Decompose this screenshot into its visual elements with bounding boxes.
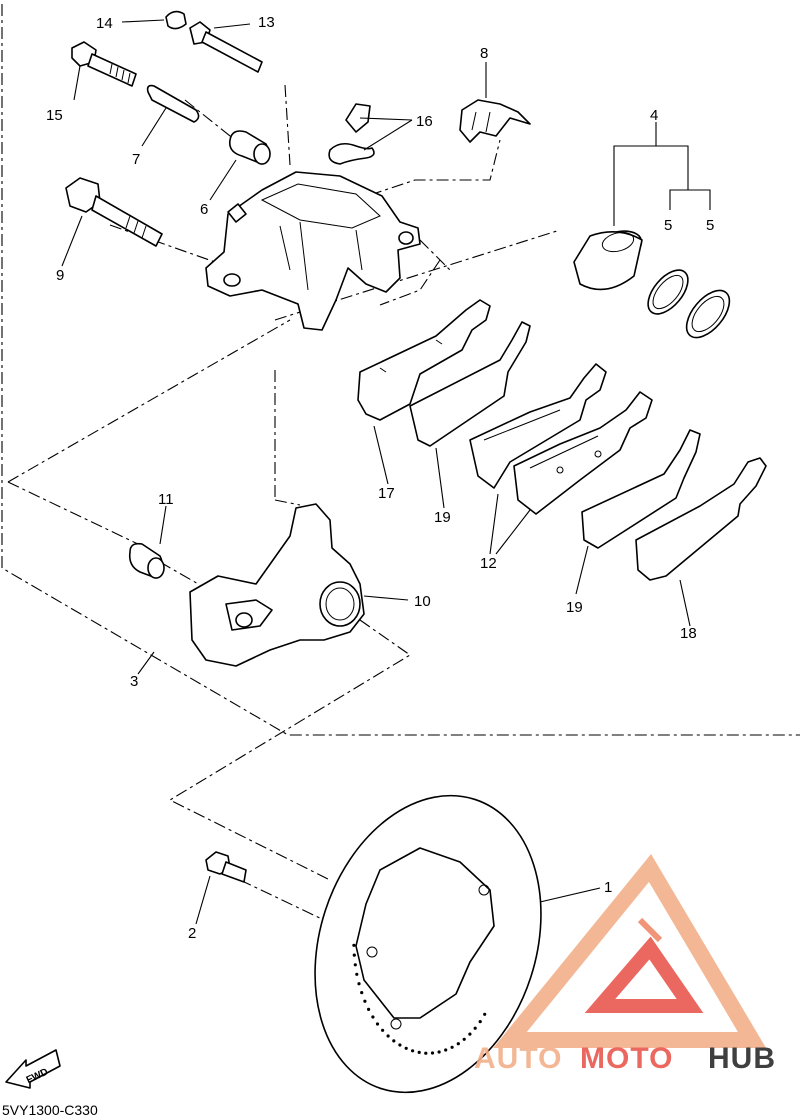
caliper-assembly-boundary bbox=[1, 4, 800, 736]
brake-pad-12a bbox=[469, 363, 607, 489]
brake-pad-insulator-19b bbox=[581, 429, 701, 549]
disc-hole bbox=[404, 1046, 408, 1050]
callout-11: 11 bbox=[158, 491, 174, 508]
disc-hole bbox=[352, 953, 356, 957]
callout-1: 1 bbox=[604, 879, 612, 896]
callout-4: 4 bbox=[650, 107, 658, 124]
disc-hole bbox=[371, 1015, 375, 1019]
caliper-bolt-15 bbox=[71, 41, 137, 87]
pad-spring bbox=[459, 99, 531, 143]
disc-hole bbox=[483, 1012, 487, 1016]
brake-pad-insulator-19a bbox=[409, 321, 531, 447]
callout-17: 17 bbox=[378, 485, 395, 502]
pad-pin bbox=[189, 21, 263, 73]
disc-hole bbox=[411, 1049, 415, 1053]
pad-shim-17 bbox=[357, 299, 491, 421]
disc-hole bbox=[363, 999, 367, 1003]
caliper-bolt-9 bbox=[65, 177, 163, 247]
callout-15: 15 bbox=[46, 107, 63, 124]
disc-hole bbox=[353, 963, 357, 967]
disc-hole bbox=[392, 1039, 396, 1043]
disc-hole bbox=[375, 1022, 380, 1026]
callout-6: 6 bbox=[200, 201, 208, 218]
fwd-arrow-icon: FWD bbox=[5, 1049, 61, 1089]
callout-16: 16 bbox=[416, 113, 433, 130]
disc-hole bbox=[437, 1050, 441, 1054]
callout-10: 10 bbox=[414, 593, 431, 610]
caliper-body bbox=[205, 171, 421, 331]
disc-hole bbox=[386, 1034, 390, 1038]
bleed-cap bbox=[165, 10, 187, 30]
caliper-bracket bbox=[189, 503, 365, 667]
callout-5a: 5 bbox=[664, 217, 672, 234]
disc-bolt bbox=[205, 851, 247, 883]
disc-hole bbox=[462, 1037, 466, 1041]
leader-lines bbox=[61, 19, 711, 925]
disc-hole bbox=[456, 1042, 460, 1046]
piston bbox=[573, 230, 643, 291]
callout-19a: 19 bbox=[434, 509, 451, 526]
piston-seal bbox=[647, 269, 689, 315]
disc-hole bbox=[473, 1026, 477, 1030]
brake-disc bbox=[314, 794, 542, 1094]
pad-shim-18 bbox=[635, 457, 767, 581]
watermark-word-hub: HUB bbox=[708, 1042, 776, 1075]
callout-13: 13 bbox=[258, 14, 275, 31]
callout-2: 2 bbox=[188, 925, 196, 942]
watermark-word-auto: AUTO bbox=[474, 1042, 562, 1075]
disc-hole bbox=[367, 1007, 371, 1012]
callout-12: 12 bbox=[480, 555, 497, 572]
dust-seal bbox=[685, 289, 731, 339]
callout-8: 8 bbox=[480, 45, 488, 62]
diagram-code: 5VY1300-C330 bbox=[2, 1102, 98, 1118]
callout-labels: 14 13 15 7 6 9 8 16 4 5 5 17 19 12 19 18… bbox=[46, 14, 714, 942]
brake-disc-holes bbox=[352, 943, 487, 1055]
bleed-screw bbox=[328, 103, 375, 165]
callout-9: 9 bbox=[56, 267, 64, 284]
callout-18: 18 bbox=[680, 625, 697, 642]
callout-14: 14 bbox=[96, 15, 113, 32]
automotohub-watermark-logo: AUTO MOTO HUB bbox=[474, 854, 776, 1075]
bushing bbox=[228, 130, 271, 165]
disc-hole bbox=[360, 991, 364, 995]
disc-hole bbox=[468, 1032, 472, 1036]
disc-hole bbox=[381, 1028, 385, 1032]
disc-hole bbox=[357, 982, 361, 986]
disc-hole bbox=[430, 1051, 435, 1055]
disc-hole bbox=[398, 1043, 402, 1047]
slide-pin bbox=[146, 84, 200, 123]
disc-hole bbox=[450, 1045, 454, 1049]
callout-3: 3 bbox=[130, 673, 138, 690]
bushing-11 bbox=[128, 542, 165, 579]
callout-7: 7 bbox=[132, 151, 140, 168]
disc-hole bbox=[352, 943, 356, 947]
callout-5b: 5 bbox=[706, 217, 714, 234]
brake-pad-12b bbox=[513, 391, 653, 515]
disc-hole bbox=[444, 1048, 448, 1052]
disc-hole bbox=[478, 1020, 482, 1024]
disc-hole bbox=[424, 1051, 428, 1055]
callout-19b: 19 bbox=[566, 599, 583, 616]
assembly-guide-lines bbox=[7, 84, 561, 931]
watermark-word-moto: MOTO bbox=[580, 1042, 673, 1075]
disc-hole bbox=[417, 1050, 421, 1054]
disc-hole bbox=[355, 972, 359, 976]
